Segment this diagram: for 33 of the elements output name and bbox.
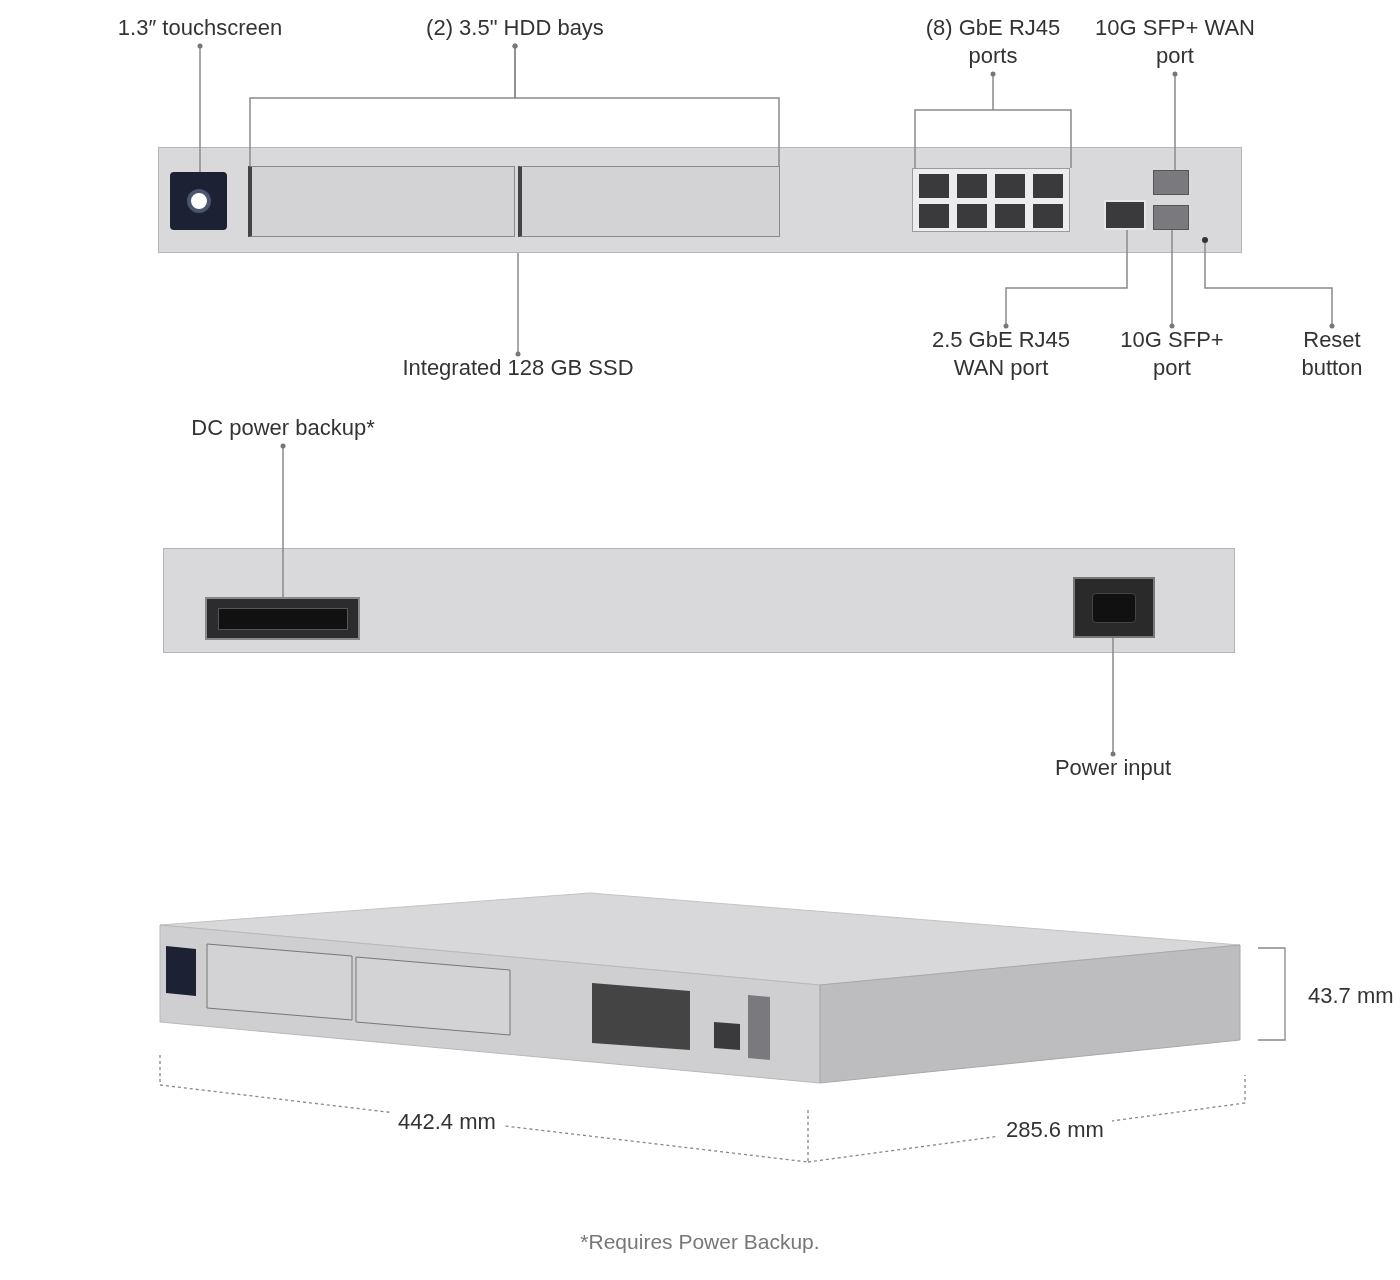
leader-line — [512, 43, 780, 167]
callout-label: Power input — [1023, 754, 1203, 786]
leader-line — [515, 252, 521, 357]
rj45-port-block — [912, 168, 1070, 232]
leader-line — [1110, 637, 1116, 757]
power-inlet — [1073, 577, 1155, 638]
callout-label: 1.3″ touchscreen — [90, 14, 310, 46]
reset-button — [1202, 237, 1208, 243]
sfp-cage — [1153, 170, 1189, 195]
callout-label: DC power backup* — [163, 414, 403, 446]
touchscreen — [170, 172, 227, 230]
sfp-cage — [1153, 205, 1189, 230]
leader-line — [1169, 229, 1175, 329]
callout-label: (2) 3.5" HDD bays — [395, 14, 635, 46]
drive-bay — [518, 166, 780, 237]
leader-line — [914, 71, 1072, 169]
leader-line — [1003, 229, 1128, 329]
dc-connector — [205, 597, 360, 640]
callout-label: Integrated 128 GB SSD — [378, 354, 658, 386]
leader-line — [1204, 242, 1335, 329]
footnote: *Requires Power Backup. — [580, 1229, 820, 1255]
front-panel — [158, 147, 1242, 253]
callout-label: (8) GbE RJ45 ports — [903, 14, 1083, 74]
drive-bay — [248, 166, 515, 237]
leader-line — [1172, 71, 1178, 171]
callout-label: 10G SFP+ port — [1112, 326, 1232, 386]
leader-line — [280, 443, 286, 598]
rj45-port — [1104, 200, 1146, 230]
callout-label: 2.5 GbE RJ45 WAN port — [911, 326, 1091, 386]
callout-label: Reset button — [1272, 326, 1392, 386]
callout-label: 10G SFP+ WAN port — [1095, 14, 1255, 74]
leader-line — [197, 43, 203, 173]
rear-panel — [163, 548, 1235, 653]
